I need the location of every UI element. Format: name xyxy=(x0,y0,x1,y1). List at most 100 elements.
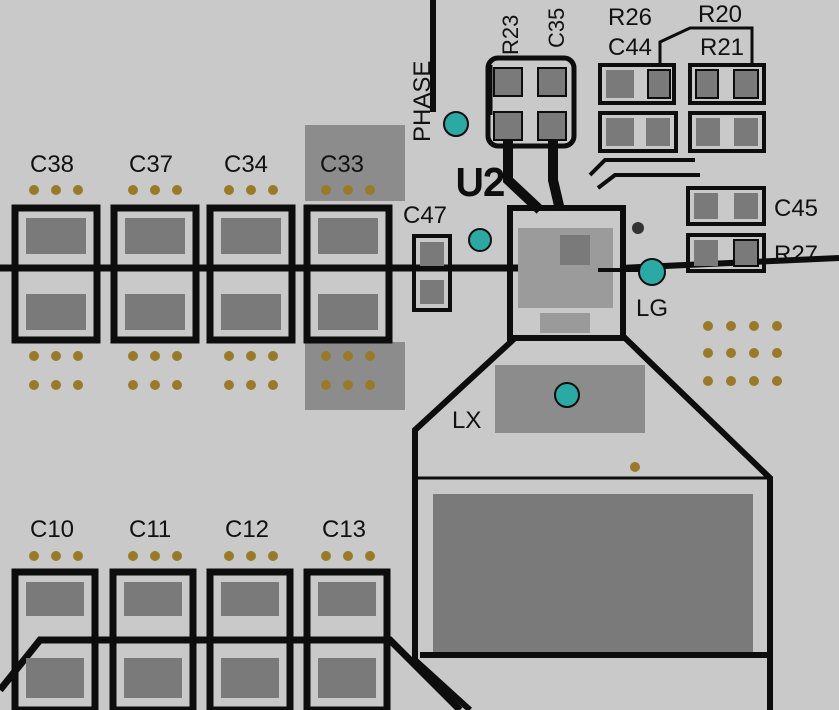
small-via-dot xyxy=(172,351,182,361)
r23-pad-top xyxy=(493,67,523,97)
small-via-dot xyxy=(128,185,138,195)
small-via-dot xyxy=(365,351,375,361)
c44-pad-2 xyxy=(646,118,670,146)
small-via-dot xyxy=(703,348,713,358)
lx-outline-left xyxy=(412,335,518,710)
small-via-dot xyxy=(321,351,331,361)
c45-outline xyxy=(686,186,766,226)
trace-r23-u2 xyxy=(503,140,544,214)
small-via-dot xyxy=(172,551,182,561)
small-via-dot xyxy=(268,185,278,195)
via-lx-small xyxy=(630,462,640,472)
c45-pad-2 xyxy=(734,193,758,219)
r27-outline xyxy=(686,233,766,273)
r21-pad-1 xyxy=(696,118,720,146)
small-via-dot xyxy=(246,185,256,195)
small-via-dot xyxy=(246,551,256,561)
small-via-dot xyxy=(246,351,256,361)
small-via-dot xyxy=(726,376,736,386)
small-via-dot xyxy=(703,321,713,331)
small-via-dot xyxy=(365,551,375,561)
small-via-dot xyxy=(128,351,138,361)
r26-pad-1 xyxy=(606,70,634,98)
small-via-dot xyxy=(321,380,331,390)
label-c37: C37 xyxy=(129,151,173,178)
label-c47: C47 xyxy=(403,202,447,229)
label-u2: U2 xyxy=(456,162,505,204)
small-via-dot xyxy=(172,380,182,390)
label-phase: PHASE xyxy=(409,61,436,142)
label-c10: C10 xyxy=(30,516,74,543)
u2-pin-pad xyxy=(560,235,590,265)
small-via-dot xyxy=(343,551,353,561)
small-via-dot xyxy=(29,351,39,361)
via-lg xyxy=(638,258,666,286)
c47-pad-2 xyxy=(420,280,444,304)
small-via-dot xyxy=(772,321,782,331)
small-via-dot xyxy=(726,348,736,358)
small-vias xyxy=(29,185,782,561)
r20-pad-1 xyxy=(695,69,719,99)
via-phase xyxy=(443,111,469,137)
cap-c10 xyxy=(11,568,99,710)
small-via-dot xyxy=(268,551,278,561)
small-via-dot xyxy=(73,551,83,561)
label-c33: C33 xyxy=(320,151,364,178)
small-via-dot xyxy=(128,380,138,390)
label-c34: C34 xyxy=(224,151,268,178)
small-via-dot xyxy=(343,185,353,195)
small-via-dot xyxy=(365,185,375,195)
r23-pad-bottom xyxy=(493,111,523,141)
r26-outline xyxy=(598,63,676,105)
trace-r21 xyxy=(596,173,700,190)
small-via-dot xyxy=(73,185,83,195)
small-via-dot xyxy=(150,185,160,195)
small-via-dot xyxy=(343,380,353,390)
via-u2-small xyxy=(632,222,644,234)
small-via-dot xyxy=(73,380,83,390)
u2-lower-pins xyxy=(540,313,590,333)
small-via-dot xyxy=(150,551,160,561)
small-via-dot xyxy=(150,351,160,361)
small-via-dot xyxy=(224,185,234,195)
via-c47 xyxy=(468,228,492,252)
label-c13: C13 xyxy=(322,516,366,543)
label-r27: R27 xyxy=(774,241,818,268)
small-via-dot xyxy=(224,551,234,561)
cap-c33 xyxy=(303,204,393,344)
label-c38: C38 xyxy=(30,151,74,178)
trace-c35-u2 xyxy=(548,140,565,212)
small-via-dot xyxy=(246,380,256,390)
cap-c37 xyxy=(110,204,200,344)
label-lx: LX xyxy=(452,407,481,434)
r21-trace xyxy=(658,26,754,65)
small-via-dot xyxy=(772,348,782,358)
small-via-dot xyxy=(726,321,736,331)
small-via-dot xyxy=(749,348,759,358)
label-r21: R21 xyxy=(700,34,744,61)
label-c11: C11 xyxy=(129,516,171,543)
c35-pad-bottom xyxy=(537,111,567,141)
r21-pad-2 xyxy=(734,118,758,146)
small-via-dot xyxy=(749,376,759,386)
trace-c44 xyxy=(588,158,695,177)
small-via-dot xyxy=(321,551,331,561)
via-lx xyxy=(554,382,580,408)
label-c44: C44 xyxy=(608,34,652,61)
small-via-dot xyxy=(51,380,61,390)
r27-pad-2 xyxy=(733,239,759,267)
small-via-dot xyxy=(29,551,39,561)
label-r20: R20 xyxy=(698,1,742,28)
u2-body xyxy=(507,205,626,341)
c47-pad-1 xyxy=(420,242,444,266)
label-c35: C35 xyxy=(544,8,569,48)
small-via-dot xyxy=(268,351,278,361)
r27-pad-1 xyxy=(694,240,718,266)
small-via-dot xyxy=(51,551,61,561)
small-via-dot xyxy=(772,376,782,386)
small-via-dot xyxy=(73,351,83,361)
r23-c35-outline xyxy=(485,55,577,149)
c45-pad-1 xyxy=(694,193,718,219)
